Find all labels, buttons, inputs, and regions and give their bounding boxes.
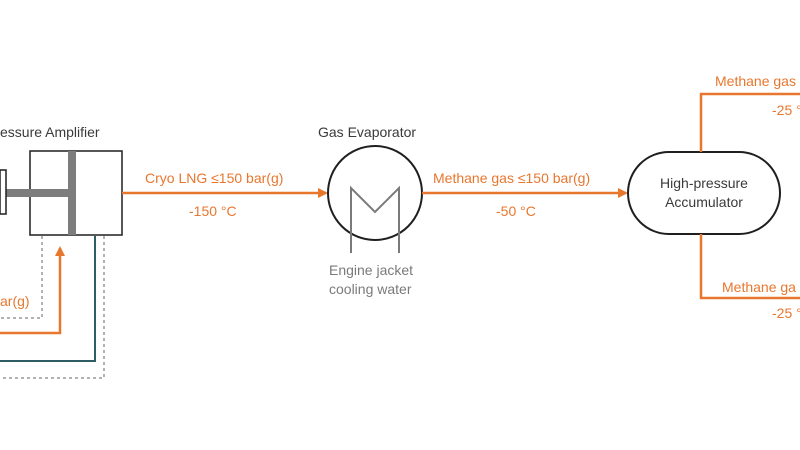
gas-evaporator: Gas Evaporator Engine jacket cooling wat… — [318, 124, 423, 297]
accumulator-outlets: Methane gas -25 ° Methane ga -25 ° — [699, 73, 800, 321]
evaporator-vessel — [327, 145, 423, 241]
methane-flow-label: Methane gas ≤150 bar(g) — [433, 170, 590, 186]
dashed-line-inner — [0, 236, 43, 319]
amplifier-return-lines: ar(g) — [0, 236, 105, 379]
methane-temp-label: -50 °C — [496, 203, 536, 219]
accumulator-label-line1: High-pressure — [660, 175, 748, 191]
cryo-lng-flow: Cryo LNG ≤150 bar(g) -150 °C — [122, 170, 328, 219]
high-pressure-accumulator: High-pressure Accumulator — [627, 151, 781, 235]
cooling-water-line1: Engine jacket — [329, 262, 413, 278]
cooling-water-line2: cooling water — [329, 281, 412, 297]
accumulator-label-line2: Accumulator — [665, 194, 743, 210]
cryo-flow-label: Cryo LNG ≤150 bar(g) — [145, 170, 283, 186]
outlet-top-line — [699, 92, 800, 152]
outlet-bottom-temp-label: -25 ° — [772, 305, 800, 321]
amplifier-piston-rod — [0, 189, 74, 197]
amplifier-left-stub — [0, 169, 7, 215]
outlet-top-temp-label: -25 ° — [772, 102, 800, 118]
cryo-temp-label: -150 °C — [189, 203, 237, 219]
pressure-vessel-icon — [627, 151, 781, 235]
dashed-line-outer — [0, 236, 105, 379]
teal-cooling-line — [0, 236, 96, 362]
outlet-top-flow-label: Methane gas — [715, 73, 796, 89]
outlet-bottom-line — [699, 234, 800, 300]
orange-inlet-arrow — [0, 246, 65, 335]
evaporator-title: Gas Evaporator — [318, 124, 416, 140]
amplifier-piston-head — [68, 151, 76, 235]
left-inlet-label: ar(g) — [0, 293, 30, 309]
heat-exchanger-coil-icon — [350, 185, 400, 253]
amplifier-title: essure Amplifier — [0, 124, 100, 140]
outlet-bottom-flow-label: Methane ga — [722, 279, 796, 295]
pressure-amplifier: essure Amplifier — [0, 124, 123, 236]
methane-gas-flow: Methane gas ≤150 bar(g) -50 °C — [422, 170, 628, 219]
